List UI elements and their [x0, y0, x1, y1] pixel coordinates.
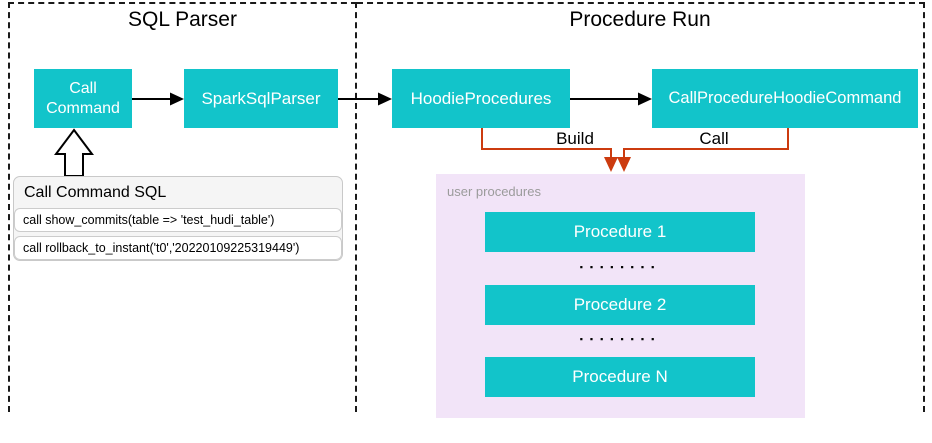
procedure-n-node: Procedure N [485, 357, 755, 397]
user-procedures-panel: user procedures Procedure 1 ▪▪▪▪▪▪▪▪ Pro… [436, 174, 805, 418]
sql-parser-panel: SQL Parser [8, 2, 357, 412]
procedure-run-title: Procedure Run [569, 8, 711, 31]
call-command-sql-box: Call Command SQL call show_commits(table… [13, 176, 343, 261]
procedure-run-panel: Procedure Run [357, 2, 925, 412]
procedure-2-node: Procedure 2 [485, 285, 755, 325]
call-edge-label: Call [699, 129, 729, 148]
hoodieprocedures-node: HoodieProcedures [392, 69, 570, 128]
call-command-node: Call Command [34, 69, 132, 128]
sql-box-title: Call Command SQL [24, 184, 167, 201]
sparksqlparser-node: SparkSqlParser [184, 69, 338, 128]
user-procedures-label: user procedures [447, 184, 541, 199]
sql-row-show-commits: call show_commits(table => 'test_hudi_ta… [14, 208, 342, 232]
ellipsis-dots: ▪▪▪▪▪▪▪▪ [579, 334, 662, 344]
callprocedurehoodiecommand-node: CallProcedureHoodieCommand [652, 69, 918, 128]
sql-row-rollback-to-instant: call rollback_to_instant('t0','202201092… [14, 236, 342, 260]
build-edge-label: Build [556, 129, 594, 148]
procedure-1-node: Procedure 1 [485, 212, 755, 252]
ellipsis-dots: ▪▪▪▪▪▪▪▪ [579, 262, 662, 272]
sql-parser-title: SQL Parser [128, 8, 237, 31]
